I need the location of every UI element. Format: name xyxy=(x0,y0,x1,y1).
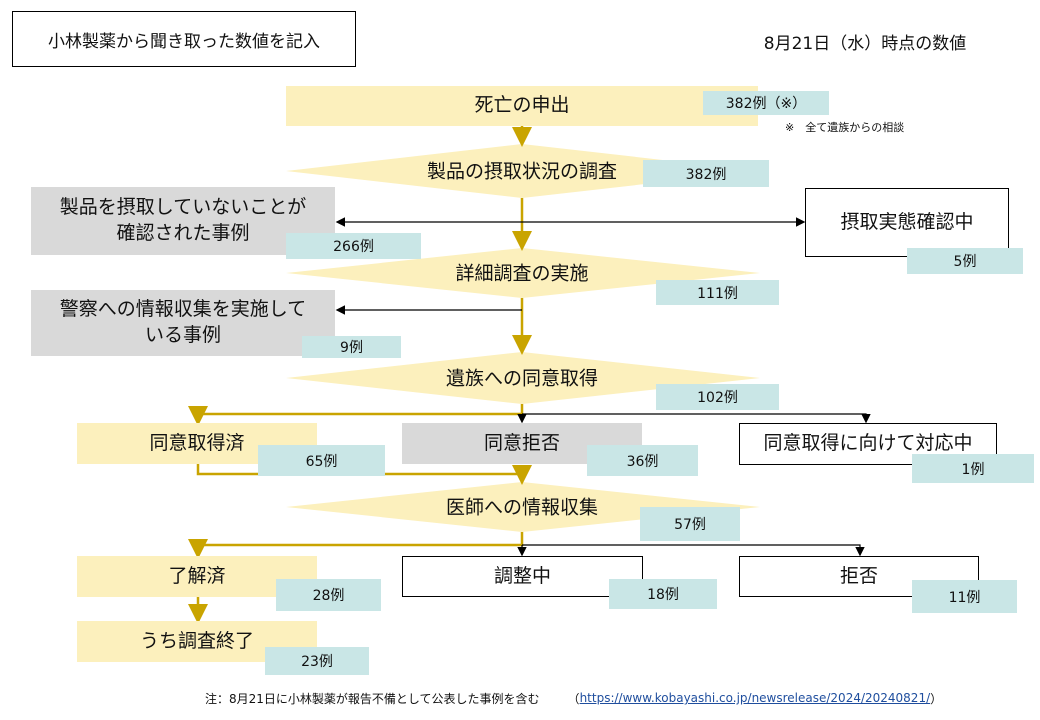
count-survey-done: 23例 xyxy=(265,647,369,675)
label-detailed-survey: 詳細調査の実施 xyxy=(455,262,589,285)
count-agreed: 28例 xyxy=(276,579,381,611)
node-agreed: 了解済 xyxy=(77,556,317,597)
node-survey-done: うち調査終了 xyxy=(77,621,317,662)
label-doctor-info: 医師への情報収集 xyxy=(445,496,599,519)
count-family-consent: 102例 xyxy=(656,384,779,410)
count-intake-survey: 382例 xyxy=(643,160,769,187)
count-not-taken: 266例 xyxy=(286,233,421,259)
node-intake-checking: 摂取実態確認中 xyxy=(805,188,1009,257)
count-police: 9例 xyxy=(302,336,401,358)
count-consent-refused: 36例 xyxy=(587,445,698,476)
label-family-consent: 遺族への同意取得 xyxy=(445,367,599,390)
count-doctor-info: 57例 xyxy=(640,507,740,541)
diamond-doctor-info xyxy=(286,482,760,532)
node-death-reports: 死亡の申出 xyxy=(286,86,758,126)
not-taken-line2: 確認された事例 xyxy=(116,222,250,244)
count-death-reports: 382例（※） xyxy=(703,91,829,115)
label-intake-survey: 製品の摂取状況の調査 xyxy=(426,160,618,183)
police-line2: いる事例 xyxy=(144,324,221,346)
count-consent-obtained: 65例 xyxy=(258,445,385,476)
as-of-date: 8月21日（水）時点の数値 xyxy=(763,33,967,54)
note-box: 小林製薬から聞き取った数値を記入 xyxy=(12,11,356,67)
node-not-taken: 製品を摂取していないことが 確認された事例 xyxy=(31,187,335,255)
footer-note: 注：8月21日に小林製薬が報告不備として公表した事例を含む xyxy=(205,691,540,706)
count-intake-checking: 5例 xyxy=(907,248,1023,274)
node-refused: 拒否 xyxy=(739,556,979,597)
diamond-detailed-survey xyxy=(286,248,760,298)
not-taken-line1: 製品を摂取していないことが xyxy=(59,196,307,219)
diamond-intake-survey xyxy=(286,144,760,198)
footer: 注：8月21日に小林製薬が報告不備として公表した事例を含む （ https://… xyxy=(205,688,965,708)
footnote-death-reports: ※ 全て遺族からの相談 xyxy=(785,121,905,134)
count-adjusting: 18例 xyxy=(609,579,717,609)
node-consent-refused: 同意拒否 xyxy=(402,423,642,464)
diamond-family-consent xyxy=(286,352,760,404)
count-refused: 11例 xyxy=(912,580,1017,613)
count-consent-pending: 1例 xyxy=(912,454,1034,483)
footer-paren-close: ） xyxy=(930,691,943,706)
news-release-link[interactable]: https://www.kobayashi.co.jp/newsrelease/… xyxy=(579,691,931,705)
footer-paren-open: （ xyxy=(567,691,580,706)
node-adjusting: 調整中 xyxy=(402,556,643,597)
count-detailed-survey: 111例 xyxy=(656,280,779,305)
police-line1: 警察への情報収集を実施して xyxy=(59,298,307,321)
node-police: 警察への情報収集を実施して いる事例 xyxy=(31,290,335,356)
